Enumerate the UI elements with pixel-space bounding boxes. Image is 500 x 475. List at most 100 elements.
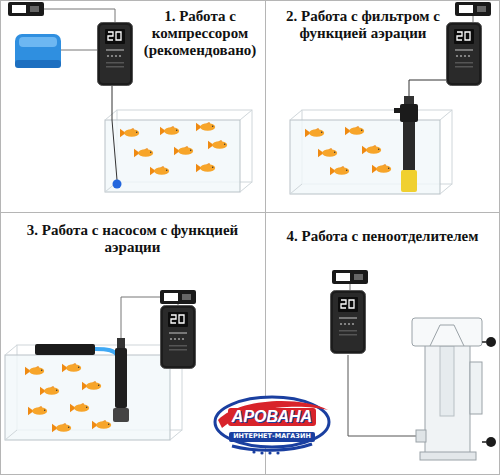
fish-group-3: [40, 386, 59, 395]
fish-group-1: [196, 163, 215, 172]
fish-group-3: [28, 406, 47, 415]
wires-1: [60, 50, 97, 51]
airstone: [113, 180, 122, 189]
shop-logo: [276, 451, 279, 454]
diagram-panel: 2. Работа с фильтром с функцией аэрации: [265, 0, 500, 212]
fish-group-2: [330, 166, 349, 175]
fish-group-1: [196, 122, 215, 131]
water-pump: [115, 348, 127, 408]
diagram-panel: 3. Работа с насосом с функцией аэрации: [0, 212, 265, 475]
diagram-panel: 1. Работа с компрессором (рекомендовано): [0, 0, 265, 212]
fish-group-3: [52, 423, 71, 432]
fish-group-1: [120, 122, 227, 175]
fish-group-2: [345, 126, 364, 135]
water-pump: [35, 338, 129, 422]
logo-subtitle: ИНТЕРНЕТ-МАГАЗИН: [229, 432, 315, 442]
protein-skimmer: [412, 318, 482, 346]
protein-skimmer: [486, 437, 496, 447]
fish-group-1: [160, 126, 179, 135]
shop-logo: [252, 450, 279, 454]
airline-2: [409, 80, 446, 96]
tank-1: [105, 110, 252, 192]
fish-group-3: [92, 420, 111, 429]
wires-2: [473, 16, 474, 22]
panel-heading: 3. Работа с насосом с функцией аэрации: [10, 222, 255, 256]
water-pump: [113, 408, 129, 422]
fish-group-1: [134, 148, 153, 157]
protein-skimmer: [416, 430, 426, 442]
backup-pump-1: [98, 23, 133, 86]
fish-group-1: [174, 146, 193, 155]
compressor: [19, 37, 57, 47]
water-pump: [35, 344, 95, 355]
tank-3: [5, 355, 170, 440]
tank-3: [5, 345, 182, 440]
airline-4: [348, 355, 416, 436]
wires-2: [473, 16, 474, 22]
compressor: [15, 60, 61, 68]
tank-2: [290, 110, 452, 194]
shop-logo: [215, 397, 329, 447]
protein-skimmer: [470, 362, 482, 414]
backup-pump-3: [161, 306, 196, 369]
fish-group-2: [318, 148, 337, 157]
shop-logo: [268, 451, 271, 454]
shop-logo: [215, 397, 329, 455]
fish-group-3: [70, 403, 89, 412]
protein-skimmer: [440, 346, 454, 416]
fish-group-2: [305, 128, 324, 137]
tank-3: [5, 345, 182, 440]
grid-lines: [0, 212, 500, 213]
fish-group-1: [208, 140, 227, 149]
tank-1: [105, 120, 240, 192]
backup-pump-2: [447, 23, 482, 86]
panel-heading: 1. Работа с компрессором (рекомендовано): [136, 8, 264, 58]
panel-heading: 4. Работа с пеноотделителем: [268, 228, 497, 245]
socket-1: [8, 2, 44, 16]
tank-2: [290, 110, 452, 194]
protein-skimmer: [425, 340, 470, 454]
socket-4: [332, 270, 368, 284]
shop-logo: [218, 401, 328, 428]
wires-1: [44, 9, 115, 22]
fish-group-2: [372, 164, 391, 173]
wires-3: [121, 297, 160, 338]
fish-group-2: [305, 126, 391, 175]
filter: [404, 96, 414, 104]
backup-pump-4: [331, 291, 366, 354]
protein-skimmer: [430, 325, 464, 346]
fish-group-1: [150, 166, 169, 175]
filter: [400, 104, 418, 122]
socket-3: [160, 290, 196, 304]
protein-skimmer: [412, 318, 496, 460]
compressor: [15, 34, 61, 68]
fish-group-2: [362, 145, 381, 154]
tank-2: [290, 120, 440, 194]
filter: [394, 96, 418, 192]
fish-group-3: [62, 363, 81, 372]
fish-group-3: [25, 366, 44, 375]
shop-logo: [252, 450, 255, 453]
filter: [403, 122, 415, 170]
filter: [394, 108, 402, 113]
fish-group-3: [82, 381, 101, 390]
water-pump: [95, 349, 118, 356]
logo-wordmark: АРОВАНА: [228, 408, 316, 426]
airline-1: [112, 86, 117, 180]
panel-heading: 2. Работа с фильтром с функцией аэрации: [283, 8, 443, 42]
shop-logo: [260, 451, 263, 454]
fish-group-3: [25, 363, 111, 432]
socket-2: [455, 2, 491, 16]
protein-skimmer: [486, 337, 496, 347]
tank-1: [105, 110, 252, 192]
shop-logo: [232, 444, 312, 450]
protein-skimmer: [420, 452, 476, 460]
fish-group-1: [120, 128, 139, 137]
water-pump: [117, 338, 125, 348]
compressor: [15, 34, 61, 68]
protein-skimmer: [482, 342, 486, 442]
